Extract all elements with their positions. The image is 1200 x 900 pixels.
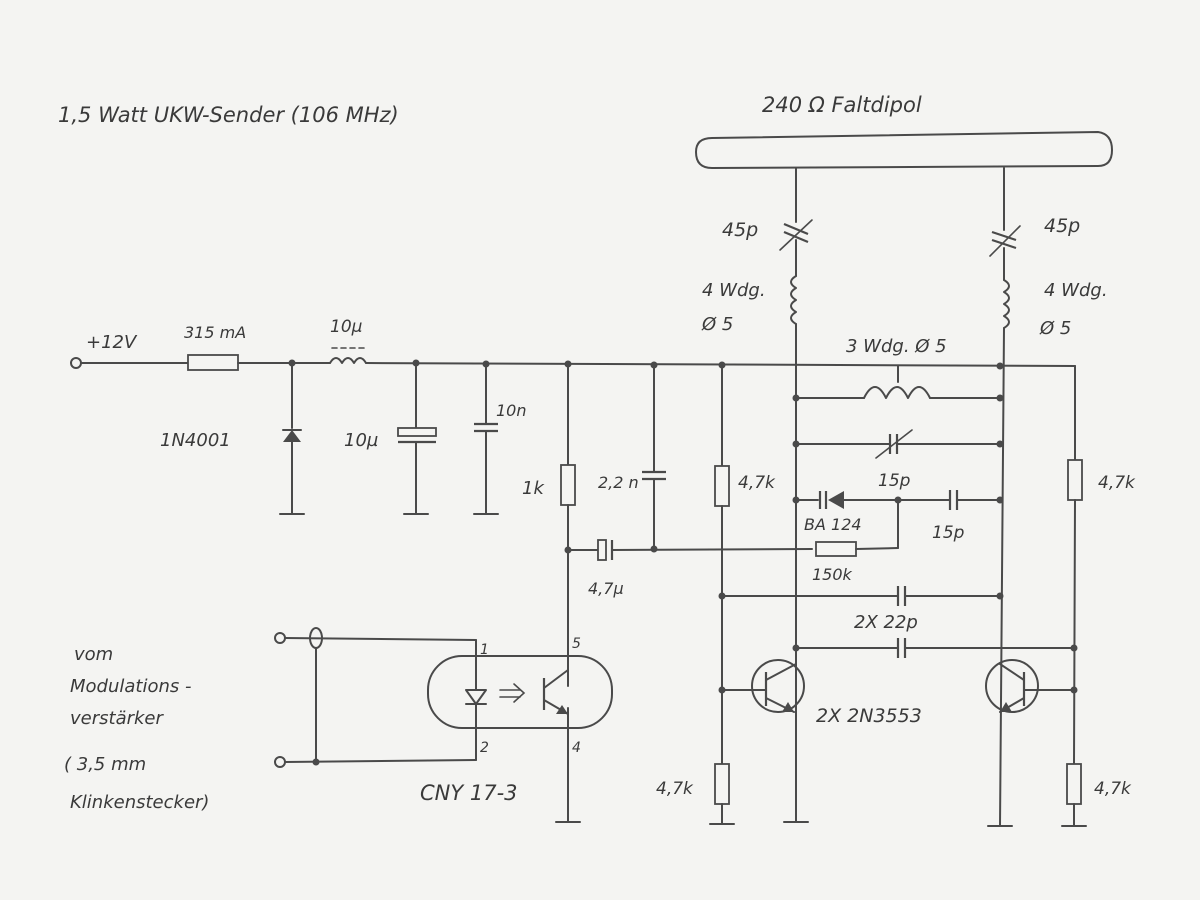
input-label-4: ( 3,5 mm	[64, 754, 146, 775]
opto-led	[465, 689, 487, 705]
title: 1,5 Watt UKW-Sender (106 MHz)	[58, 103, 399, 127]
resistor-1k	[560, 464, 576, 506]
wire	[855, 547, 899, 550]
trim-center-label: 15p	[878, 471, 911, 491]
res-right-label: 4,7k	[1098, 473, 1136, 493]
coupling-capacitor	[597, 539, 607, 561]
trimmer-arrow	[875, 429, 913, 459]
wire	[284, 637, 477, 641]
cap-4u7-label: 4,7µ	[588, 579, 624, 598]
electrolytic-capacitor-plate	[397, 427, 437, 437]
transistor-collector	[999, 663, 1025, 681]
optocoupler-label: CNY 17-3	[420, 781, 518, 805]
optocoupler-package	[427, 655, 613, 729]
junction	[312, 758, 320, 766]
elko-label: 10µ	[344, 430, 378, 451]
trimmer-arrow	[779, 219, 813, 251]
choke-label: 10µ	[330, 317, 363, 337]
trimmer-capacitor	[991, 230, 1017, 242]
diode-label: 1N4001	[160, 430, 231, 451]
junction	[792, 496, 800, 504]
trim-left-label: 45p	[722, 219, 758, 241]
emitter-arrow	[782, 702, 794, 712]
antenna-label: 240 Ω Faltdipol	[762, 93, 922, 117]
wire	[999, 327, 1005, 827]
input-terminal	[274, 632, 286, 644]
input-label-2: Modulations -	[70, 676, 191, 697]
res-150k-label: 150k	[812, 565, 853, 584]
resistor-4k7	[1066, 763, 1082, 805]
emitter-arrow	[1000, 702, 1012, 712]
transistor-label: 2X 2N3553	[816, 705, 922, 727]
transistor-collector	[765, 663, 797, 681]
trimmer-capacitor	[991, 238, 1017, 250]
coil-right-turns: 4 Wdg.	[1044, 280, 1108, 301]
protection-diode	[283, 430, 301, 442]
fuse	[187, 354, 239, 371]
trim-right-label: 45p	[1044, 215, 1080, 237]
pin-5-label: 5	[572, 636, 581, 652]
junction	[996, 496, 1004, 504]
center-coil	[863, 386, 931, 399]
supply-label: +12V	[86, 332, 138, 353]
tank-coil	[1003, 279, 1010, 329]
supply-terminal	[70, 357, 82, 369]
trimmer-capacitor	[783, 222, 809, 236]
fuse-label: 315 mA	[184, 323, 246, 342]
varicap-diode	[828, 491, 844, 509]
cap-2n2-label: 2,2 n	[598, 473, 639, 492]
folded-dipole-antenna	[695, 131, 1113, 169]
varicap-label: BA 124	[804, 515, 862, 534]
cap-15p-label: 15p	[932, 523, 965, 543]
cap-10n-label: 10n	[496, 401, 527, 420]
pin-4-label: 4	[572, 740, 581, 756]
trimmer-arrow	[989, 225, 1021, 257]
choke-coil	[329, 357, 367, 364]
coil-right-dia: Ø 5	[1039, 318, 1071, 339]
res-lower-left-label: 4,7k	[656, 779, 694, 799]
input-label-3: verstärker	[70, 708, 164, 729]
resistor-4k7	[1067, 459, 1083, 501]
resistor-150k	[815, 541, 857, 557]
tank-coil	[790, 275, 797, 325]
trimmer-capacitor	[783, 230, 809, 244]
emitter-arrow	[556, 705, 568, 714]
coil-left-dia: Ø 5	[701, 314, 733, 335]
pin-1-label: 1	[480, 642, 489, 658]
center-coil-label: 3 Wdg. Ø 5	[846, 336, 947, 357]
wire	[611, 548, 813, 551]
pin-2-label: 2	[480, 740, 489, 756]
input-label-1: vom	[74, 644, 113, 665]
res-1k-label: 1k	[522, 478, 545, 499]
resistor-4k7	[714, 763, 730, 805]
junction	[996, 362, 1004, 370]
res-upper-label: 4,7k	[738, 473, 776, 493]
transistor-left	[751, 659, 805, 713]
input-terminal	[274, 756, 286, 768]
res-lower-right-label: 4,7k	[1094, 779, 1132, 799]
light-arrow	[513, 683, 526, 703]
cap-22p-label: 2X 22p	[854, 612, 918, 633]
wire	[1073, 499, 1076, 765]
resistor-4k7	[714, 465, 730, 507]
coil-left-turns: 4 Wdg.	[702, 280, 766, 301]
input-label-5: Klinkenstecker)	[70, 792, 209, 813]
phototransistor-collector	[543, 669, 569, 689]
